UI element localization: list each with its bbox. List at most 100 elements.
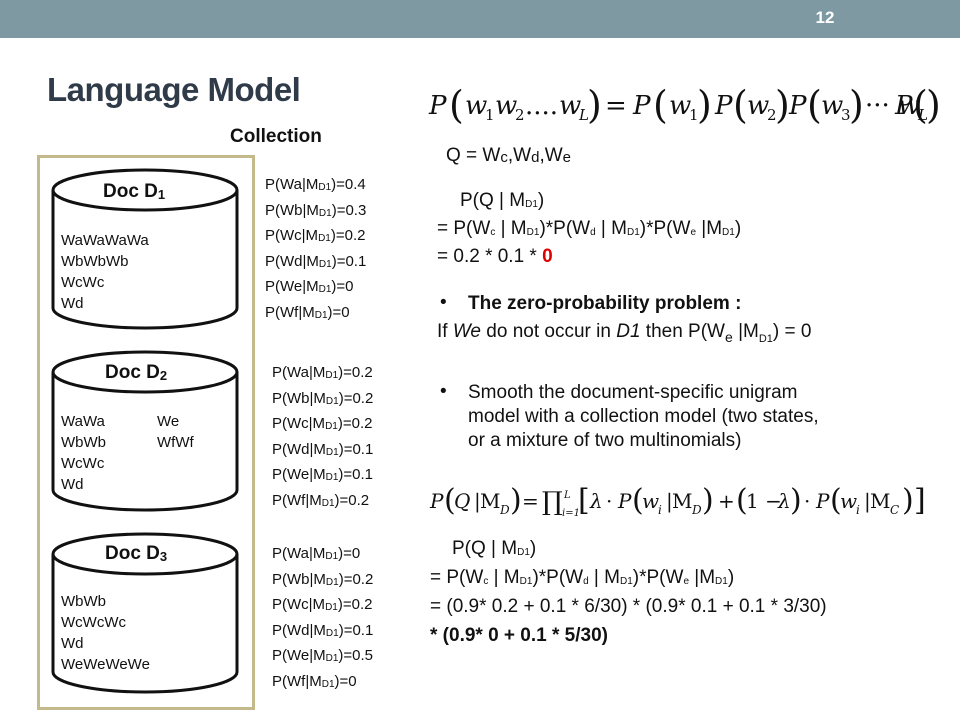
doc-term-line: WeWeWeWe: [61, 656, 150, 673]
svg-text:(: (: [444, 483, 456, 518]
svg-text:P: P: [815, 489, 830, 513]
svg-text:·: ·: [606, 489, 612, 513]
doc-term-line: WcWcWc: [61, 614, 126, 631]
doc-d3-cylinder: [51, 532, 239, 694]
svg-text:2: 2: [767, 106, 777, 124]
prob-row: P(Wa|MD1)=0: [272, 545, 361, 562]
calc2-line2: = P(Wc | MD1)*P(Wd | MD1)*P(We |MD1): [430, 567, 735, 588]
svg-text:): ): [790, 483, 802, 518]
svg-text:): ): [849, 83, 864, 127]
prob-row: P(Wd|MD1)=0.1: [272, 621, 374, 639]
zero-probability-title: The zero-probability problem :: [468, 293, 742, 314]
doc-term-line: Wd: [61, 635, 84, 652]
doc-term-line: WbWb: [61, 593, 106, 610]
prob-row: P(We|MD1)=0.5: [272, 647, 374, 664]
zero-value: 0: [542, 246, 553, 267]
svg-text:L: L: [578, 106, 589, 124]
prob-row: P(Wb|MD1)=0.2: [272, 570, 374, 588]
doc-term-line: WcWc: [61, 455, 105, 472]
prob-row: P(Wf|MD1)=0.2: [272, 491, 370, 509]
svg-text:(: (: [733, 83, 748, 127]
svg-text:∏: ∏: [542, 487, 563, 517]
svg-text:w: w: [465, 91, 487, 121]
svg-text:(: (: [807, 83, 822, 127]
prob-row: P(Wc|MD1)=0.2: [272, 415, 373, 432]
prob-row: P(Wa|MD1)=0.2: [272, 364, 373, 381]
svg-text:3: 3: [841, 106, 851, 124]
calc1-line2: = P(Wc | MD1)*P(Wd | MD1)*P(We |MD1): [437, 218, 742, 239]
svg-text:=: =: [605, 91, 627, 121]
svg-text:+: +: [718, 489, 735, 513]
doc-term-line: Wd: [61, 295, 84, 312]
svg-text:C: C: [890, 503, 899, 517]
svg-text:|: |: [474, 489, 481, 514]
svg-text:P: P: [788, 91, 807, 121]
prob-row: P(We|MD1)=0.1: [272, 466, 374, 483]
doc-d2-title: Doc D2: [105, 362, 168, 383]
svg-text:D: D: [499, 503, 510, 517]
prob-row: P(Wf|MD1)=0: [265, 303, 350, 321]
svg-text:): ): [702, 483, 714, 518]
prob-row: P(Wd|MD1)=0.1: [265, 252, 367, 270]
svg-text:i: i: [856, 503, 860, 517]
prob-row: P(Wa|MD1)=0.4: [265, 176, 366, 193]
prob-row: P(We|MD1)=0: [265, 278, 354, 295]
zero-probability-text: If We do not occur in D1 then P(We |MD1)…: [437, 321, 812, 345]
svg-text:): ): [697, 83, 712, 127]
calc2-line1: P(Q | MD1): [452, 538, 537, 559]
smooth-line: or a mixture of two multinomials): [468, 430, 742, 451]
chain-rule-formula: P ( w1 w2 .... wL ) = P ( w1 ) P ( w2 ) …: [428, 83, 928, 127]
query-line: Q = Wc,Wd,We: [446, 145, 571, 166]
svg-text:M: M: [480, 489, 500, 513]
svg-text:(: (: [830, 483, 842, 518]
smooth-line: model with a collection model (two state…: [468, 406, 819, 427]
svg-text:=: =: [522, 489, 539, 513]
prob-row: P(Wb|MD1)=0.2: [272, 389, 374, 407]
doc-d2-terms-right: We WfWf: [157, 411, 194, 453]
doc-term-line: We: [157, 413, 180, 430]
svg-text:(: (: [913, 83, 928, 127]
svg-text:w: w: [840, 489, 857, 513]
svg-text:): ): [510, 483, 522, 518]
collection-box: [37, 155, 255, 710]
calc1-line3: = 0.2 * 0.1 * 0: [437, 246, 553, 267]
slide-title: Language Model: [47, 71, 301, 108]
svg-text:2: 2: [515, 106, 525, 124]
svg-text:1: 1: [485, 106, 495, 124]
doc-term-line: WbWbWb: [61, 253, 129, 270]
doc-term-line: WfWf: [157, 434, 194, 451]
svg-text:....: ....: [525, 91, 558, 121]
prob-row: P(Wd|MD1)=0.1: [272, 440, 374, 458]
doc-d3-terms: WbWb WcWcWc Wd WeWeWeWe: [61, 591, 150, 675]
svg-text:w: w: [747, 91, 769, 121]
svg-text:[: [: [578, 483, 590, 518]
svg-text:): ): [775, 83, 790, 127]
smooth-text: Smooth the document-specific unigram mod…: [468, 381, 819, 453]
doc-term-line: WbWb: [61, 434, 106, 451]
svg-text:M: M: [870, 489, 890, 513]
svg-text:P: P: [617, 489, 632, 513]
calc1-line1: P(Q | MD1): [460, 190, 545, 211]
doc-d2-cylinder: [51, 350, 239, 512]
svg-text:i=1: i=1: [562, 508, 580, 519]
svg-text:): ): [926, 83, 941, 127]
svg-text:P: P: [428, 91, 447, 121]
svg-text:i: i: [658, 503, 662, 517]
prob-row: P(Wc|MD1)=0.2: [272, 596, 373, 613]
svg-text:Q: Q: [454, 489, 470, 513]
doc-term-line: WaWaWaWa: [61, 232, 149, 249]
svg-text:]: ]: [914, 483, 926, 518]
prob-row: P(Wb|MD1)=0.3: [265, 201, 367, 219]
doc-term-line: WaWa: [61, 413, 105, 430]
svg-text:L: L: [563, 490, 571, 501]
calc2-line4: * (0.9* 0 + 0.1 * 5/30): [430, 625, 608, 646]
chain-rule-formula-tail: wL ): [898, 83, 941, 127]
bullet-dot: •: [440, 381, 447, 402]
svg-text:1 −: 1 −: [746, 489, 782, 513]
doc-d1-cylinder: [51, 168, 239, 330]
svg-text:·: ·: [804, 489, 810, 513]
svg-text:): ): [587, 83, 602, 127]
